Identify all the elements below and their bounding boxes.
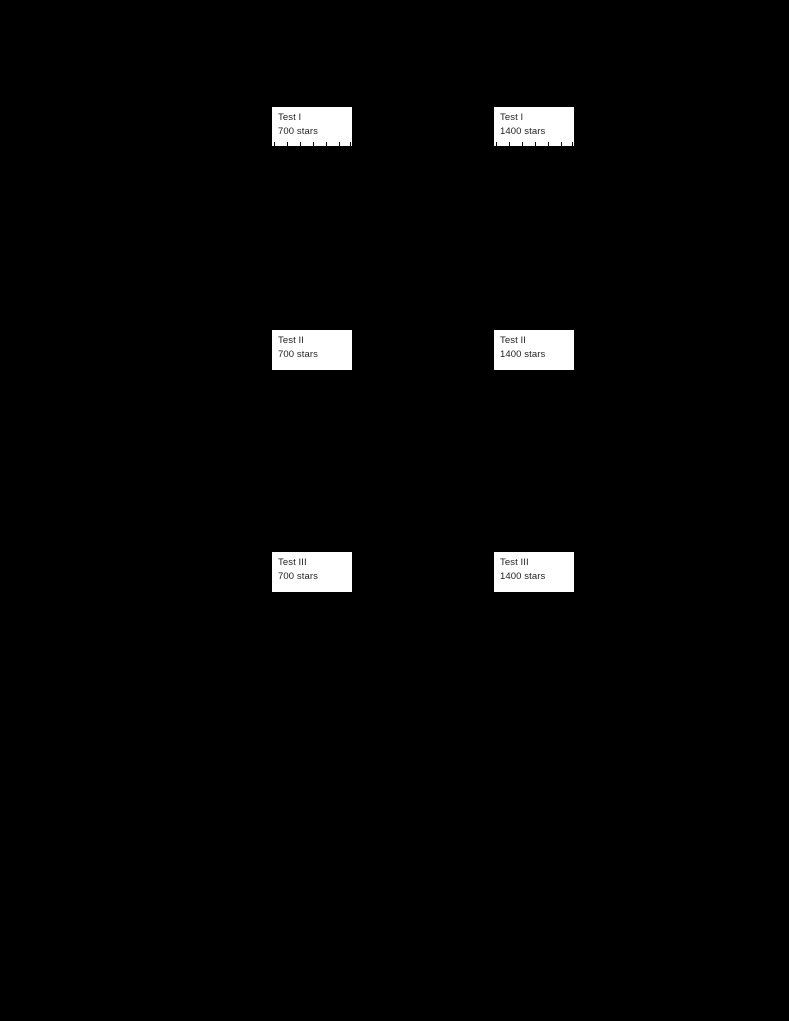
axis-tick xyxy=(561,142,562,147)
panel-test-3-1400: Test III 1400 stars xyxy=(494,552,574,592)
axis-tick xyxy=(313,142,314,147)
panel-stars-label: 700 stars xyxy=(278,571,318,582)
panel-label-box: Test I 1400 stars xyxy=(494,107,574,147)
axis-line xyxy=(494,146,574,147)
panel-stars-label: 700 stars xyxy=(278,349,318,360)
panel-test-1-1400: Test I 1400 stars xyxy=(494,107,574,147)
panel-test-label: Test II xyxy=(500,335,527,346)
axis-tick xyxy=(548,142,549,147)
panel-test-2-1400: Test II 1400 stars xyxy=(494,330,574,370)
panel-test-label: Test I xyxy=(278,112,302,123)
panel-test-3-700: Test III 700 stars xyxy=(272,552,352,592)
axis-tick xyxy=(535,142,536,147)
panel-test-1-700: Test I 700 stars xyxy=(272,107,352,147)
panel-test-2-700: Test II 700 stars xyxy=(272,330,352,370)
axis-tick xyxy=(287,142,288,147)
axis-tick-marks xyxy=(494,142,574,147)
axis-tick xyxy=(522,142,523,147)
panel-label-box: Test I 700 stars xyxy=(272,107,352,147)
panel-label-box: Test III 1400 stars xyxy=(494,552,574,592)
panel-test-label: Test I xyxy=(500,112,524,123)
axis-tick xyxy=(300,142,301,147)
panel-label-box: Test II 1400 stars xyxy=(494,330,574,370)
panel-test-label: Test II xyxy=(278,335,305,346)
panel-label-box: Test II 700 stars xyxy=(272,330,352,370)
panel-label-box: Test III 700 stars xyxy=(272,552,352,592)
axis-tick xyxy=(572,142,573,147)
panel-stars-label: 1400 stars xyxy=(500,349,546,360)
axis-tick xyxy=(326,142,327,147)
axis-tick xyxy=(274,142,275,147)
axis-tick xyxy=(350,142,351,147)
axis-tick xyxy=(496,142,497,147)
axis-tick-marks xyxy=(272,142,352,147)
panel-test-label: Test III xyxy=(278,557,307,568)
panel-stars-label: 700 stars xyxy=(278,126,318,137)
axis-tick xyxy=(509,142,510,147)
panel-test-label: Test III xyxy=(500,557,529,568)
axis-line xyxy=(272,146,352,147)
panel-stars-label: 1400 stars xyxy=(500,571,546,582)
panel-stars-label: 1400 stars xyxy=(500,126,546,137)
axis-tick xyxy=(339,142,340,147)
